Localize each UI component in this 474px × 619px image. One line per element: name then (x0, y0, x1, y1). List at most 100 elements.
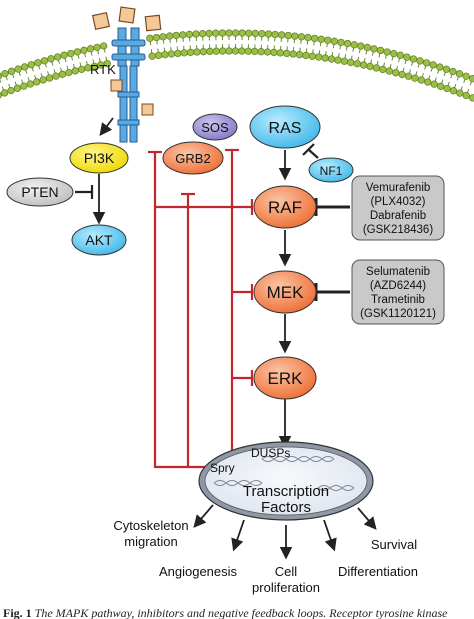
lipid-head (238, 29, 246, 37)
lipid-head (103, 59, 111, 68)
lipid-head (67, 49, 75, 58)
lipid-head (271, 30, 279, 39)
lipid-head (199, 48, 208, 56)
lipid-head (174, 49, 182, 58)
mek-inhibitor-box: Selumatenib (AZD6244) Trametinib (GSK112… (351, 259, 445, 325)
lipid-head (383, 48, 391, 56)
lipid-head (443, 84, 451, 93)
lipid-head (231, 29, 240, 37)
lipid-head (340, 57, 349, 65)
lipid-head (26, 80, 34, 88)
lipid-head (205, 29, 213, 38)
mek-node: MEK (253, 270, 317, 314)
lipid-head (392, 69, 400, 77)
lipid-head (1, 70, 9, 78)
lipid-head (45, 74, 54, 82)
lipid-head (167, 50, 176, 58)
lipid-head (77, 65, 86, 73)
raf-drug-2: Dabrafenib (370, 210, 426, 222)
lipid-head (278, 31, 286, 39)
lipid-head (327, 55, 336, 63)
lipid-head (430, 80, 438, 88)
rtk-label: RTK (90, 62, 116, 77)
lipid-head (193, 48, 201, 56)
lipid-head (370, 45, 378, 53)
erk-label: ERK (268, 369, 304, 388)
lipid-head (343, 39, 352, 48)
pten-label: PTEN (21, 184, 58, 200)
lipid-head (186, 48, 195, 57)
lipid-head (39, 76, 47, 84)
lipid-head (276, 49, 284, 57)
lipid-head (159, 33, 167, 41)
lipid-head (7, 86, 15, 95)
lipid-head (376, 46, 385, 55)
outcomes: Cytoskeleton migration Angiogenesis Cell… (113, 518, 418, 595)
lipid-head (73, 48, 82, 56)
outcome-angiogenesis: Angiogenesis (159, 564, 238, 579)
lipid-head (469, 75, 474, 83)
lipid-head (304, 33, 312, 42)
outcome-arrow-cytoskeleton (193, 504, 214, 528)
lipid-head (154, 51, 163, 60)
lipid-head (396, 51, 404, 59)
ras-node: RAS (249, 105, 321, 149)
outcome-differentiation: Differentiation (338, 564, 418, 579)
erk-feedback-trunk (230, 150, 248, 454)
lipid-head (27, 61, 35, 69)
lipid-head (442, 65, 451, 73)
pi3k-label: PI3K (84, 150, 115, 166)
lipid-head (372, 64, 381, 72)
outcome-arrow-angiogenesis (231, 519, 245, 552)
lipid-head (198, 30, 207, 38)
lipid-head (86, 45, 95, 53)
lipid-head (284, 31, 292, 40)
feedback-loops (148, 148, 254, 469)
lipid-head (212, 29, 220, 37)
lipid-head (449, 87, 458, 95)
sos-label: SOS (201, 120, 229, 135)
figure-caption: Fig. 1 The MAPK pathway, inhibitors and … (0, 606, 474, 619)
lipid-head (357, 42, 365, 50)
ligand-square (118, 6, 136, 24)
lipid-head (251, 29, 259, 38)
lipid-head (385, 67, 393, 75)
lipid-head (449, 67, 457, 76)
lipid-head (225, 47, 233, 55)
lipid-head (324, 36, 332, 44)
lipid-head (52, 72, 60, 80)
lipid-head (411, 74, 419, 82)
lipid-head (7, 67, 16, 75)
lipid-head (212, 47, 220, 55)
lipid-head (0, 89, 9, 97)
lipid-head (379, 65, 387, 74)
outcome-arrow-survival (357, 507, 377, 530)
lipid-head (148, 52, 156, 60)
lipid-head (270, 48, 278, 57)
lipid-head (185, 30, 194, 39)
lipid-head (263, 48, 272, 56)
lipid-head (264, 30, 273, 38)
lipid-head (47, 55, 55, 63)
ligand-square (91, 11, 111, 31)
cell-membrane (0, 29, 474, 102)
outcome-migration: migration (124, 534, 177, 549)
raf-drug-2-code: (GSK218436) (363, 224, 433, 236)
lipid-tail (0, 78, 2, 83)
lipid-head (315, 53, 323, 61)
lipid-head (416, 57, 424, 65)
lipid-head (180, 49, 188, 57)
lipid-head (152, 33, 161, 42)
lipid-head (65, 68, 73, 77)
rtk-to-pi3k-arrow (99, 117, 114, 137)
erk-node: ERK (253, 356, 317, 400)
lipid-head (13, 84, 22, 92)
lipid-head (283, 49, 291, 58)
grb2-node: GRB2 (162, 141, 224, 175)
outcome-cytoskeleton: Cytoskeleton (113, 518, 188, 533)
mek-drug-1: Selumatenib (366, 266, 430, 278)
rtk-receptor (91, 6, 162, 143)
lipid-head (34, 59, 42, 67)
lipid-head (317, 35, 325, 43)
